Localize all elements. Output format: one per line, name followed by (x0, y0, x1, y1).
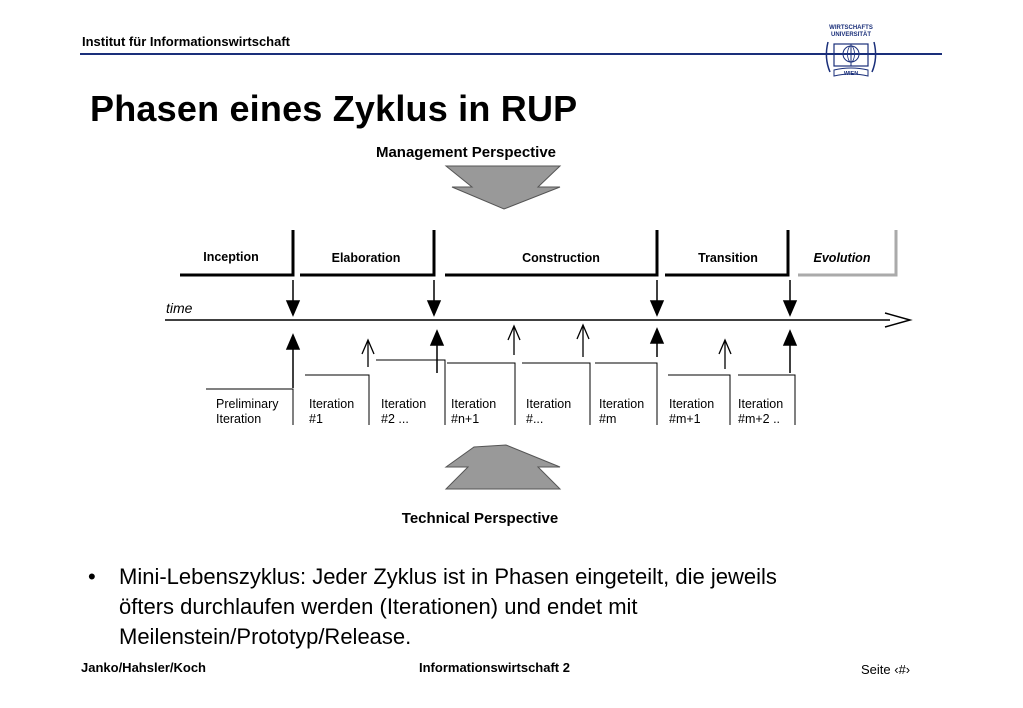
phase-evolution: Evolution (814, 251, 871, 265)
phase-bars (180, 230, 898, 277)
iteration-label-3b: #2 ... (381, 412, 409, 426)
iteration-label-1b: Iteration (216, 412, 261, 426)
logo-text-line-2: UNIVERSITÄT (831, 31, 871, 38)
milestone-down-arrows (285, 280, 798, 317)
iteration-label-3a: Iteration (381, 397, 426, 411)
institute-name: Institut für Informationswirtschaft (82, 34, 290, 49)
university-logo: WIRTSCHAFTS UNIVERSITÄT WIEN (825, 25, 877, 77)
management-perspective-label: Management Perspective (376, 144, 556, 161)
iteration-label-2b: #1 (309, 412, 323, 426)
iteration-label-7a: Iteration (669, 397, 714, 411)
logo-text-line-1: WIRTSCHAFTS (829, 25, 873, 31)
phase-elaboration: Elaboration (332, 251, 401, 265)
milestone-up-arrows (285, 327, 798, 388)
evolution-bar (798, 230, 898, 277)
technical-arrow (444, 444, 562, 490)
iteration-label-1a: Preliminary (216, 397, 279, 411)
phase-transition: Transition (698, 251, 758, 265)
header-rule (80, 53, 942, 55)
management-arrow (444, 165, 562, 210)
phase-construction: Construction (522, 251, 600, 265)
iteration-label-8b: #m+2 .. (738, 412, 780, 426)
time-axis-arrowhead (884, 312, 913, 328)
iteration-label-6a: Iteration (599, 397, 644, 411)
slide-title: Phasen eines Zyklus in RUP (90, 88, 578, 129)
iteration-lines (206, 359, 796, 425)
iteration-label-2a: Iteration (309, 397, 354, 411)
inception-bar (180, 230, 295, 277)
time-label: time (166, 300, 193, 316)
iteration-label-6b: #m (599, 412, 616, 426)
iteration-label-5a: Iteration (526, 397, 571, 411)
bullet-text-line-2: öfters durchlaufen werden (Iterationen) … (119, 594, 638, 619)
bullet-point: • Mini-Lebenszyklus: Jeder Zyklus ist in… (88, 562, 928, 652)
bullet-text-line-3: Meilenstein/Prototyp/Release. (119, 624, 412, 649)
iteration-labels: Preliminary Iteration Iteration #1 Itera… (216, 397, 783, 426)
iteration-label-7b: #m+1 (669, 412, 701, 426)
phase-inception: Inception (203, 250, 259, 264)
iteration-label-4a: Iteration (451, 397, 496, 411)
footer-course: Informationswirtschaft 2 (419, 660, 570, 675)
elaboration-bar (300, 230, 436, 277)
iteration-label-8a: Iteration (738, 397, 783, 411)
iteration-label-4b: #n+1 (451, 412, 479, 426)
transition-bar (665, 230, 790, 277)
construction-bar (445, 230, 659, 277)
footer-page-number: Seite ‹#› (861, 662, 911, 677)
iteration-label-5b: #... (526, 412, 543, 426)
logo-text-bottom: WIEN (844, 71, 858, 77)
footer-authors: Janko/Hahsler/Koch (81, 660, 206, 675)
technical-perspective-label: Technical Perspective (402, 510, 558, 527)
iteration-up-arrows (361, 323, 732, 369)
bullet-marker: • (88, 564, 96, 589)
bullet-text-line-1: Mini-Lebenszyklus: Jeder Zyklus ist in P… (119, 564, 777, 589)
rup-phase-diagram: Management Perspective Inception Elabora… (165, 144, 913, 527)
